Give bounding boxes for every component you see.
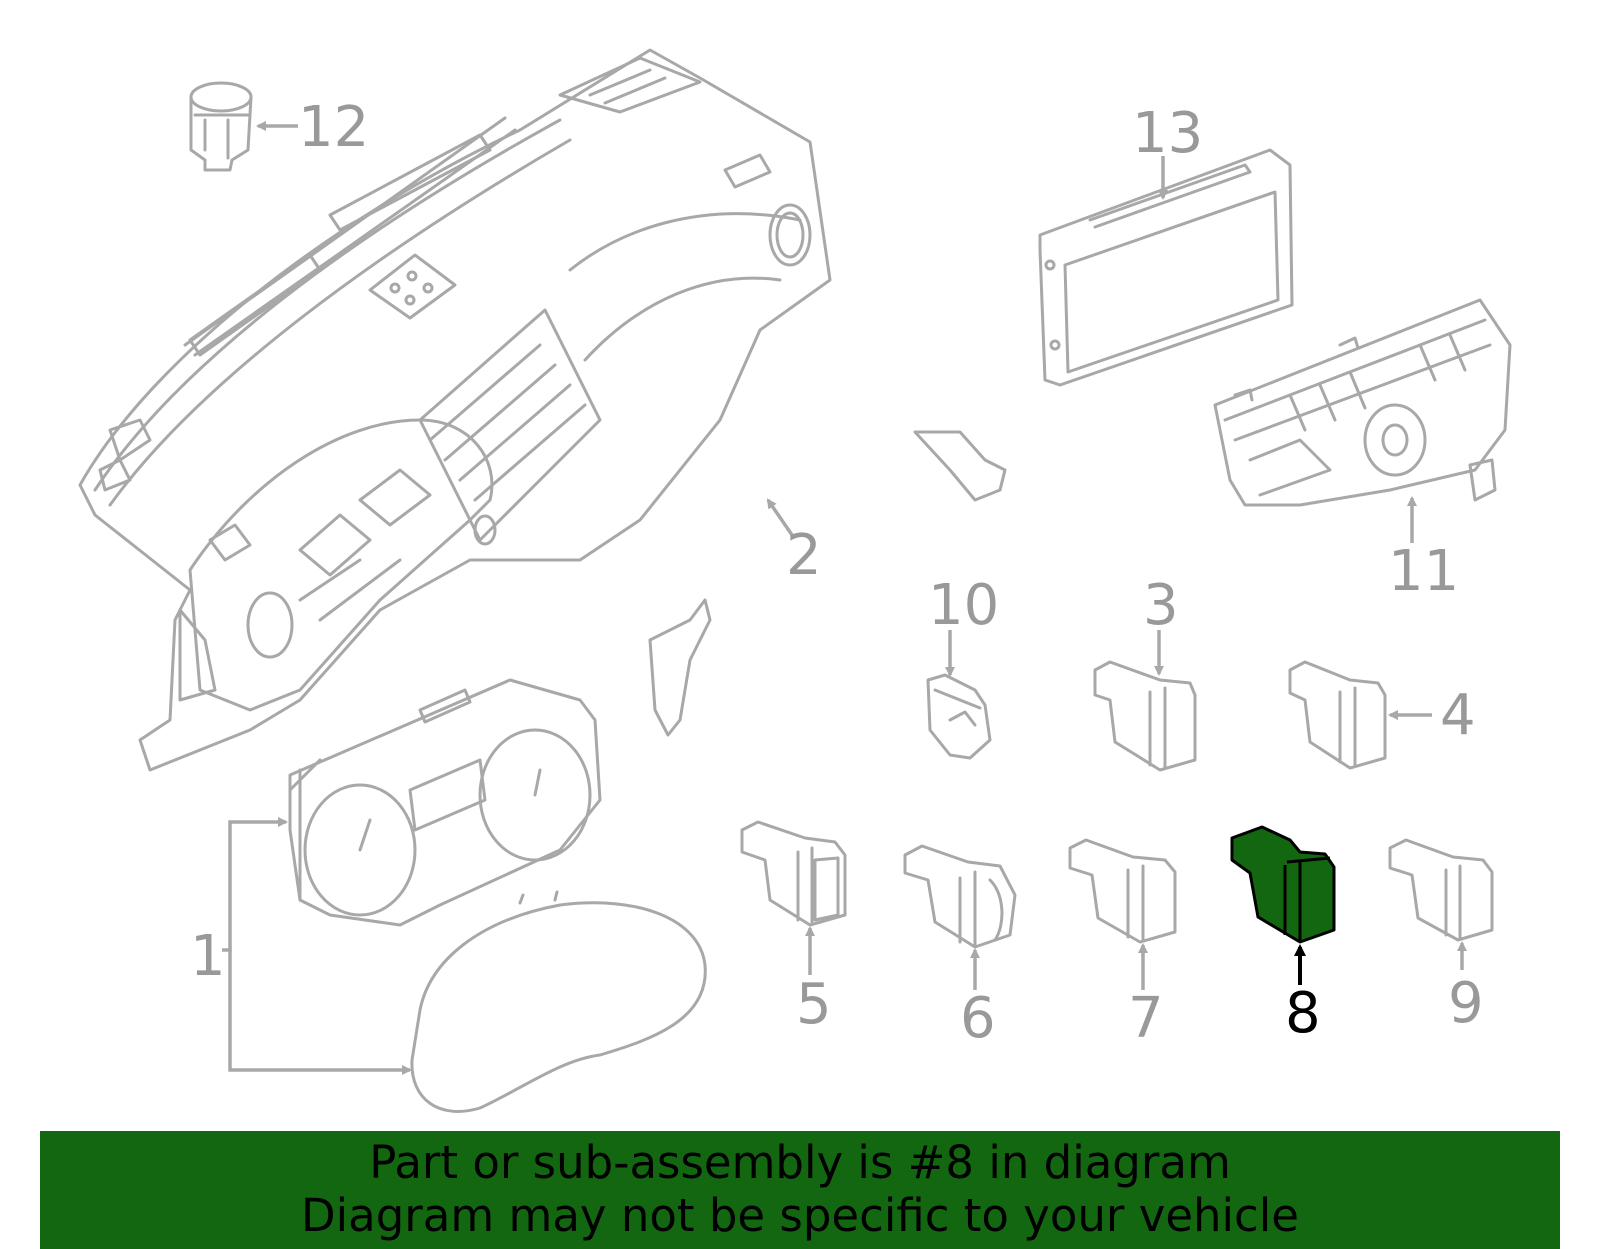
callout-2: 2 <box>786 523 822 588</box>
callout-11: 11 <box>1388 539 1459 604</box>
instrument-panel-drawing <box>78 48 832 772</box>
part-11-drawing <box>1213 298 1512 507</box>
callout-labels: 12 13 11 2 10 3 4 1 5 6 7 8 9 <box>190 95 1484 1051</box>
callout-6: 6 <box>960 986 996 1051</box>
leader-lines <box>222 121 1467 1075</box>
callout-13: 13 <box>1132 101 1203 166</box>
callout-7: 7 <box>1128 986 1164 1051</box>
banner-line-1: Part or sub-assembly is #8 in diagram <box>369 1136 1231 1189</box>
info-banner: Part or sub-assembly is #8 in diagram Di… <box>40 1131 1560 1249</box>
callout-9: 9 <box>1448 971 1484 1036</box>
switch-parts-drawing <box>740 660 1494 949</box>
callout-8: 8 <box>1285 981 1321 1046</box>
callout-12: 12 <box>298 95 369 160</box>
part-8-highlighted <box>1230 825 1336 944</box>
part-12-drawing <box>189 81 253 172</box>
callout-4: 4 <box>1440 683 1476 748</box>
callout-10: 10 <box>928 573 999 638</box>
banner-line-2: Diagram may not be specific to your vehi… <box>301 1189 1299 1242</box>
callout-3: 3 <box>1143 573 1179 638</box>
part-1-drawing <box>288 678 707 1113</box>
callout-5: 5 <box>796 972 832 1037</box>
part-10-drawing <box>926 673 992 760</box>
part-13-drawing <box>1038 148 1294 387</box>
part-2-drawing <box>648 416 1007 737</box>
callout-1: 1 <box>190 924 226 989</box>
